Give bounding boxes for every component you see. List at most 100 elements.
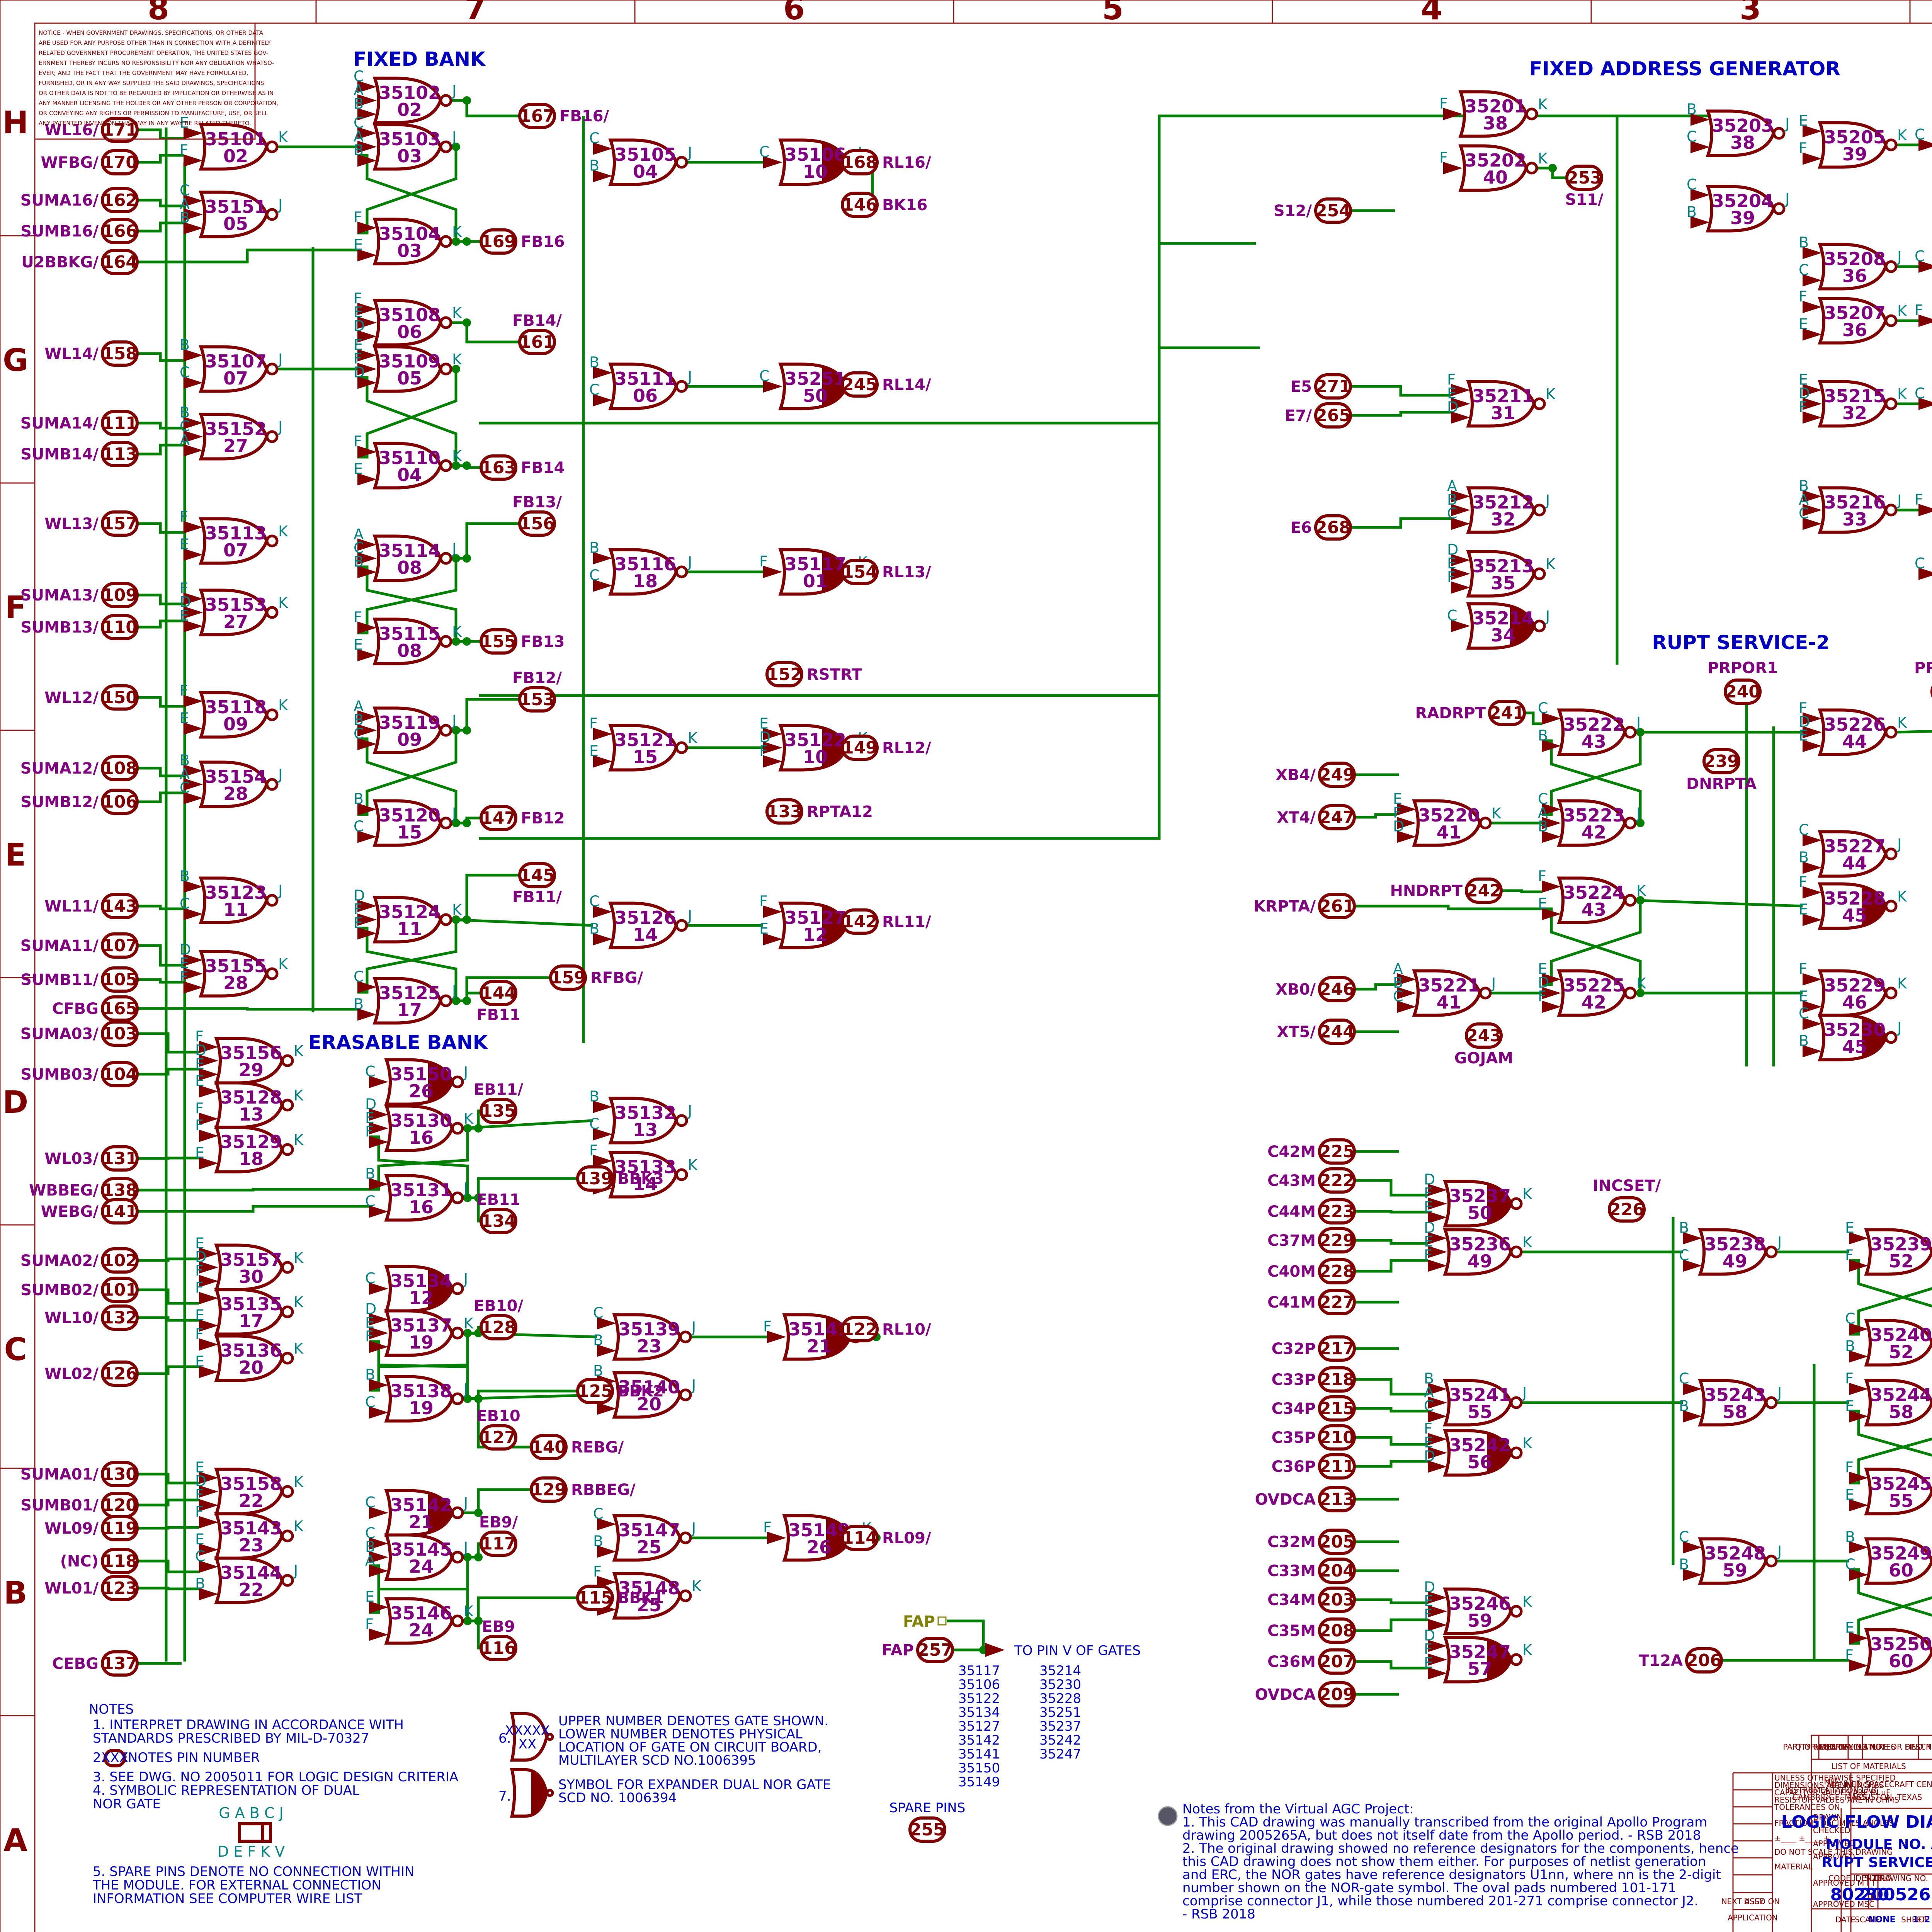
nor-gate-35239[interactable]: KEF3523952 — [1845, 1219, 1932, 1276]
nor-gate-35209[interactable]: JC3520937 — [1915, 245, 1932, 289]
connector-pad-255[interactable]: 255 — [908, 1816, 946, 1843]
nor-gate-35217[interactable]: JC3521731 — [1915, 382, 1932, 426]
nor-gate-35251[interactable]: JC3525150 — [759, 362, 862, 410]
nor-gate-35149[interactable]: KF3514926 — [763, 1514, 872, 1562]
connector-pad-118[interactable]: 118(NC) — [60, 1548, 139, 1574]
nor-gate-35218[interactable]: KF3521833 — [1915, 488, 1932, 532]
nor-gate-33219[interactable]: JC3321935 — [1915, 552, 1932, 596]
nor-gate-35245[interactable]: KFE3524555 — [1845, 1459, 1932, 1515]
connector-pad-235[interactable]: 235PRPOR2 — [1914, 659, 1932, 703]
nor-gate-35240[interactable]: JCB3524052 — [1845, 1310, 1932, 1367]
nor-gate-35117[interactable]: KF3511701 — [759, 548, 868, 596]
